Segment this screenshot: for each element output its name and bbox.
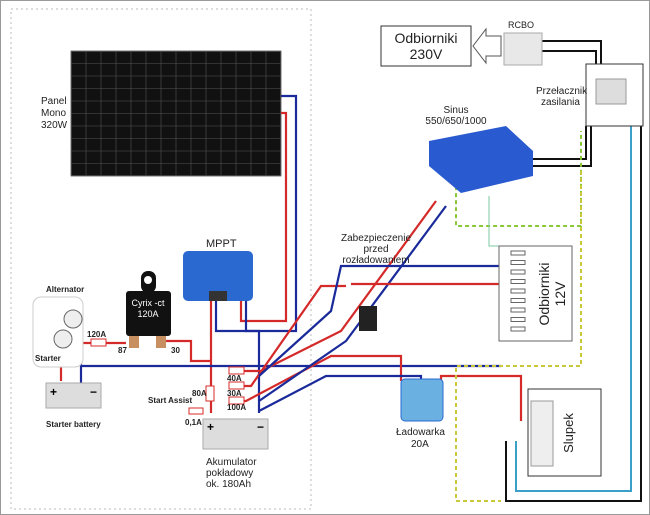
- cyrix-label-1: Cyrix -ct: [132, 298, 165, 308]
- zabezpieczenie-label-3: rozładowaniem: [342, 255, 409, 266]
- cyrix-label-2: 120A: [137, 309, 158, 319]
- fuses: [90, 338, 245, 415]
- starter-battery-label: Starter battery: [46, 420, 101, 429]
- ladowarka-label-2: 20A: [411, 439, 429, 450]
- start-assist-label: Start Assist: [148, 396, 193, 405]
- starter-battery: +−: [45, 382, 102, 409]
- mppt-label: MPPT: [206, 238, 237, 250]
- akumulator-label-2: pokładowy: [206, 468, 253, 479]
- fuse-slot: [510, 269, 526, 275]
- slupek-sockets: [530, 400, 554, 467]
- slupek-label: Slupek: [561, 413, 576, 453]
- akumulator-label-3: ok. 180Ah: [206, 479, 251, 490]
- cyrix-relay: [126, 271, 171, 348]
- charger-device: [400, 378, 444, 422]
- mppt-controller: [183, 251, 253, 301]
- terminal-87-label: 87: [118, 346, 127, 355]
- svg-text:+: +: [207, 420, 214, 434]
- svg-text:+: +: [50, 385, 57, 399]
- fuse-slot: [510, 288, 526, 294]
- odbiorniki-12v-label-1: Odbiorniki: [536, 262, 552, 325]
- przelacznik-label-2: zasilania: [541, 97, 580, 108]
- arrow-left-icon: [472, 27, 502, 65]
- fuse-slot: [510, 317, 526, 322]
- odbiorniki-12v-label-2: 12V: [552, 281, 568, 307]
- sinus-label-1: Sinus: [443, 105, 468, 116]
- fuse-100-label: 100A: [227, 403, 246, 412]
- zabezpieczenie-label-1: Zabezpieczenie: [341, 233, 411, 244]
- fuse-30-label: 30A: [227, 389, 242, 398]
- svg-text:−: −: [257, 420, 264, 434]
- odbiorniki-230v-label-1: Odbiorniki: [394, 30, 457, 46]
- solar-panel: [70, 50, 282, 177]
- odbiorniki-230v-label-2: 230V: [410, 46, 443, 62]
- zabezpieczenie-label-2: przed: [363, 244, 388, 255]
- fuse-slot: [510, 326, 526, 332]
- fuse-80-label: 80A: [192, 389, 207, 398]
- panel-label-1: Panel: [41, 96, 67, 107]
- panel-label-2: Mono: [41, 108, 66, 119]
- akumulator-label-1: Akumulator: [206, 457, 257, 468]
- odbiorniki-230v-box: [380, 25, 472, 67]
- vehicle-outline: [10, 8, 312, 510]
- fuse-slot: [510, 250, 526, 256]
- fuse-slot: [510, 298, 526, 303]
- sinus-label-2: 550/650/1000: [425, 116, 487, 127]
- odbiorniki-12v-box: [498, 245, 573, 342]
- transfer-switch-device: [595, 78, 627, 105]
- fuse-slot: [510, 307, 526, 313]
- alternator-label: Alternator: [46, 285, 84, 294]
- rcbo-device: [503, 32, 543, 66]
- przelacznik-label-1: Przełacznik: [536, 86, 588, 97]
- low-voltage-relay: [359, 306, 377, 331]
- rcbo-label: RCBO: [508, 20, 534, 30]
- panel-label-3: 320W: [41, 120, 68, 131]
- fuse-slot: [510, 260, 526, 265]
- fuse-01-label: 0,1A: [185, 418, 202, 427]
- starter-label: Starter: [35, 354, 61, 363]
- fuse-40-label: 40A: [227, 374, 242, 383]
- house-battery: +−: [202, 418, 269, 450]
- fuse-slot: [510, 279, 526, 284]
- ladowarka-label-1: Ładowarka: [396, 427, 445, 438]
- terminal-30-label: 30: [171, 346, 180, 355]
- sinus-inverter: [429, 126, 533, 193]
- svg-text:−: −: [90, 385, 97, 399]
- alternator: [32, 296, 84, 368]
- fuse-120-label: 120A: [87, 330, 106, 339]
